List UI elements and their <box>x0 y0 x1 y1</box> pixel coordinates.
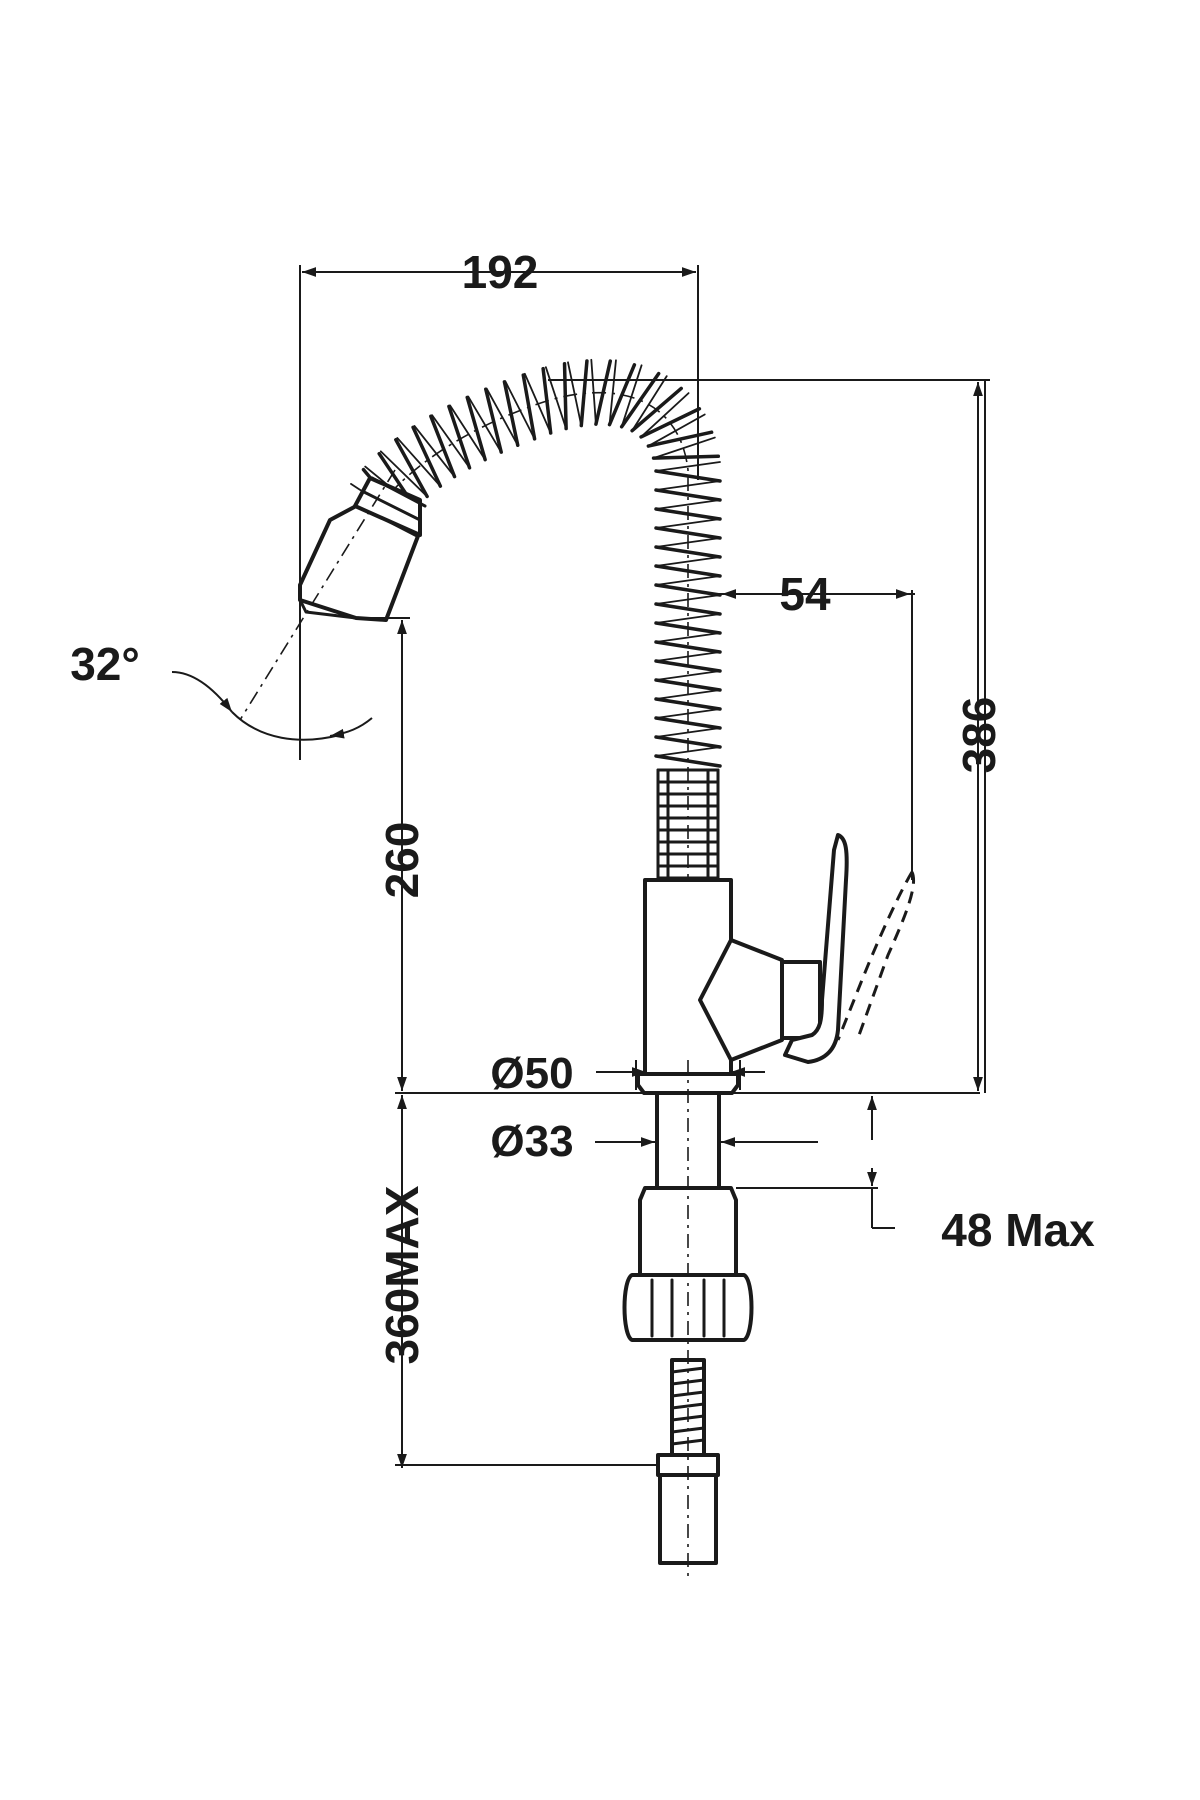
spray-head <box>239 469 427 721</box>
coil-turn-back <box>655 594 721 605</box>
coil-turn <box>521 373 537 441</box>
coil-turn <box>562 362 568 431</box>
lever-handle <box>783 833 849 1064</box>
coil-turn-back <box>655 556 721 567</box>
inner-hose <box>666 768 710 882</box>
coil-turn <box>654 507 722 521</box>
coil-turn <box>646 430 714 448</box>
coil-turn <box>579 359 589 428</box>
coil-turn <box>654 526 722 540</box>
coil-turn-back <box>590 358 597 426</box>
dim-260: 260 <box>376 822 428 899</box>
coil-turn-back <box>655 575 721 586</box>
dimension-lines <box>171 265 990 1468</box>
coil-turn <box>619 371 661 429</box>
coil-turn-back <box>655 499 721 510</box>
coil-turn <box>654 678 722 692</box>
coil-turn-back <box>620 364 643 428</box>
coil-turn-back <box>631 375 668 432</box>
coil-turn-back <box>523 372 552 434</box>
dim-diameter-33: Ø33 <box>490 1117 573 1166</box>
coil-turn <box>654 640 722 654</box>
coil-turn-back <box>640 392 690 438</box>
nut-knurl-ring <box>622 1273 754 1342</box>
dim-192: 192 <box>462 246 539 298</box>
coil-turn <box>654 716 722 730</box>
coil-turn <box>654 659 722 673</box>
dim-diameter-50: Ø50 <box>490 1049 573 1098</box>
coil-turn-back <box>655 727 721 738</box>
coil-turn <box>411 425 443 488</box>
coil-turn <box>541 366 553 435</box>
coil-turn <box>639 407 702 439</box>
coil-turn-back <box>608 359 617 426</box>
coil-turn-back <box>655 537 721 548</box>
dim-54: 54 <box>779 568 831 620</box>
coil-turn-back <box>655 708 721 719</box>
coil-turn <box>654 564 722 578</box>
spout-thread <box>656 768 720 882</box>
coil-turn-back <box>655 461 721 472</box>
coil-turn <box>484 387 503 454</box>
coil-turn <box>394 437 429 499</box>
coil-turn-back <box>467 395 503 454</box>
coil-turn-back <box>655 518 721 529</box>
lever-housing <box>698 938 784 1062</box>
coil-turn-back <box>655 613 721 624</box>
coil-turn-back <box>655 746 721 757</box>
coil-turn-back <box>655 480 721 491</box>
coil-turn <box>654 583 722 597</box>
coil-turn-back <box>504 380 536 440</box>
coil-turn-back <box>396 437 442 488</box>
mounting-nut <box>638 1186 738 1277</box>
coil-turn-back <box>413 424 456 478</box>
dim-angle-32: 32° <box>70 638 140 690</box>
coil-turn <box>654 488 722 502</box>
coil-turn-back <box>379 450 429 498</box>
coil-turn <box>465 395 487 462</box>
coil-turn-back <box>647 413 706 447</box>
coil-turn-back <box>655 670 721 681</box>
coil-turn <box>654 735 722 749</box>
coil-turn <box>607 363 637 427</box>
dim-48-max: 48 Max <box>941 1204 1095 1256</box>
coil-turn <box>502 380 520 447</box>
coil-turn-back <box>485 387 519 447</box>
coil-turn <box>447 404 472 470</box>
lever-dashed-position <box>836 871 914 1041</box>
spout-centerline <box>369 391 689 1100</box>
coil-turn-back <box>655 651 721 662</box>
faucet-outline <box>239 358 980 1580</box>
coil-turn <box>654 697 722 711</box>
coil-turn <box>654 754 722 768</box>
coil-turn <box>654 621 722 635</box>
coil-turn <box>594 359 613 426</box>
coil-turn-back <box>544 366 568 430</box>
dim-386: 386 <box>953 697 1005 774</box>
dim-360-max: 360MAX <box>376 1185 428 1364</box>
coil-turn-back <box>655 689 721 700</box>
coil-turn <box>654 545 722 559</box>
coil-turn <box>654 602 722 616</box>
coil-turn <box>651 454 721 460</box>
coil-turn <box>429 414 457 479</box>
coil-turn-back <box>431 414 471 469</box>
coil-turn <box>654 469 722 483</box>
coil-turn-back <box>449 404 487 461</box>
coil-turn <box>630 386 683 433</box>
coil-turn-back <box>655 632 721 643</box>
coil-turn-back <box>567 361 583 427</box>
coil-turn-back <box>652 436 716 459</box>
